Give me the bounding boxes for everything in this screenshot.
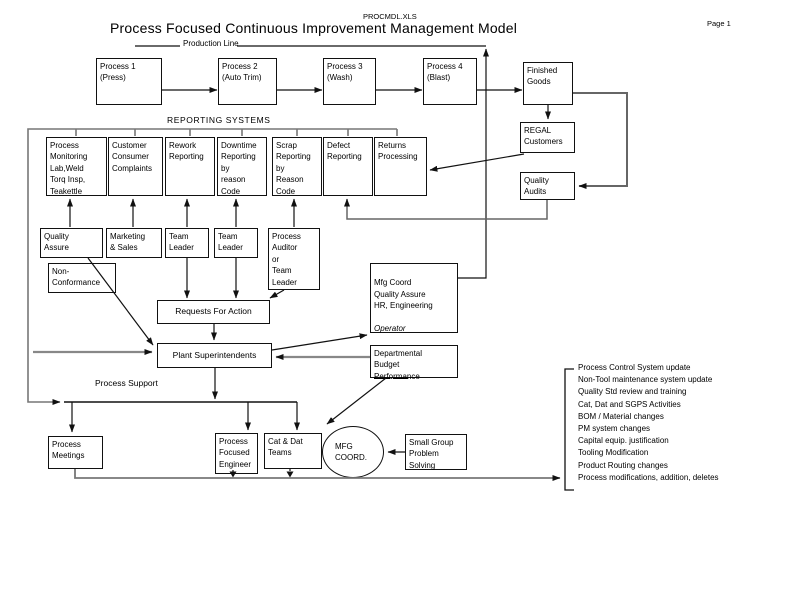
team-leader-2-box: Team Leader xyxy=(214,228,258,258)
process-focused-engineer-box: Process Focused Engineer xyxy=(215,433,258,474)
process-3-box: Process 3 (Wash) xyxy=(323,58,376,105)
mfg-coord-box: Mfg Coord Quality Assure HR, Engineering… xyxy=(370,263,458,379)
list-item: Non-Tool maintenance system update xyxy=(578,375,713,385)
list-item: Process Control System update xyxy=(578,363,691,372)
small-group-problem-solving-box: Small Group Problem Solving xyxy=(405,434,467,470)
requests-for-action-box: Requests For Action xyxy=(157,300,270,324)
mfg-coord-italic-line-1: Operator xyxy=(374,324,406,334)
regal-customers-box: REGAL Customers xyxy=(520,122,575,153)
file-name-label: PROCMDL.XLS xyxy=(363,12,417,21)
customer-consumer-box: Customer Consumer Complaints xyxy=(108,137,163,196)
list-item: PM system changes xyxy=(578,424,651,434)
reporting-systems-label: REPORTING SYSTEMS xyxy=(167,115,271,125)
mfg-coord-ellipse: MFG COORD. xyxy=(322,426,384,478)
returns-processing-box: Returns Processing xyxy=(374,137,427,196)
list-item: Capital equip. justification xyxy=(578,436,669,446)
rework-reporting-box: Rework Reporting xyxy=(165,137,215,196)
arrow-fg-to-quality-audits xyxy=(573,92,628,189)
arrow-regal-to-returns xyxy=(429,153,525,172)
arrow-plant-super-to-mfgcoord xyxy=(271,333,368,351)
team-leader-1-box: Team Leader xyxy=(165,228,209,258)
process-2-box: Process 2 (Auto Trim) xyxy=(218,58,277,105)
process-auditor-box: Process Auditor or Team Leader xyxy=(268,228,320,290)
catdat-down-arrowhead xyxy=(286,471,294,478)
list-item: Product Routing changes xyxy=(578,460,668,470)
mfg-coord-regular-lines: Mfg Coord Quality Assure HR, Engineering xyxy=(374,278,433,311)
departmental-budget-box: Departmental Budget Performance xyxy=(370,345,458,381)
plant-superintendents-box: Plant Superintendents xyxy=(157,343,272,368)
marketing-sales-box: Marketing & Sales xyxy=(106,228,162,258)
list-item: Tooling Modification xyxy=(578,448,649,458)
process-support-label: Process Support xyxy=(95,378,158,388)
downtime-reporting-box: Downtime Reporting by reason Code xyxy=(217,137,267,196)
page-number-label: Page 1 xyxy=(707,19,731,28)
process-4-box: Process 4 (Blast) xyxy=(423,58,477,105)
improvement-items-list: Process Control System update Non-Tool m… xyxy=(578,362,719,484)
arrow-auditor-to-rfa xyxy=(269,289,285,299)
process-1-box: Process 1 (Press) xyxy=(96,58,162,105)
right-list-bracket xyxy=(564,368,574,491)
defect-reporting-box: Defect Reporting xyxy=(323,137,373,196)
list-item: Cat, Dat and SGPS Activities xyxy=(578,399,681,409)
list-item: Process modifications, addition, deletes xyxy=(578,472,719,482)
process-meetings-box: Process Meetings xyxy=(48,436,103,469)
list-item: Quality Std review and training xyxy=(578,387,687,397)
bottom-collector-line xyxy=(74,469,561,481)
page-title: Process Focused Continuous Improvement M… xyxy=(110,20,518,36)
list-item: BOM / Material changes xyxy=(578,411,664,421)
process-monitoring-box: Process Monitoring Lab,Weld Torq Insp, T… xyxy=(46,137,107,196)
finished-goods-box: Finished Goods xyxy=(523,62,573,105)
arrow-quality-audits-to-defect xyxy=(344,198,548,220)
non-conformance-box: Non- Conformance xyxy=(48,263,116,293)
scrap-reporting-box: Scrap Reporting by Reason Code xyxy=(272,137,322,196)
quality-assure-box: Quality Assure xyxy=(40,228,103,258)
quality-audits-box: Quality Audits xyxy=(520,172,575,200)
production-line-label: Production Line xyxy=(183,39,239,48)
cat-dat-teams-box: Cat & Dat Teams xyxy=(264,433,322,469)
